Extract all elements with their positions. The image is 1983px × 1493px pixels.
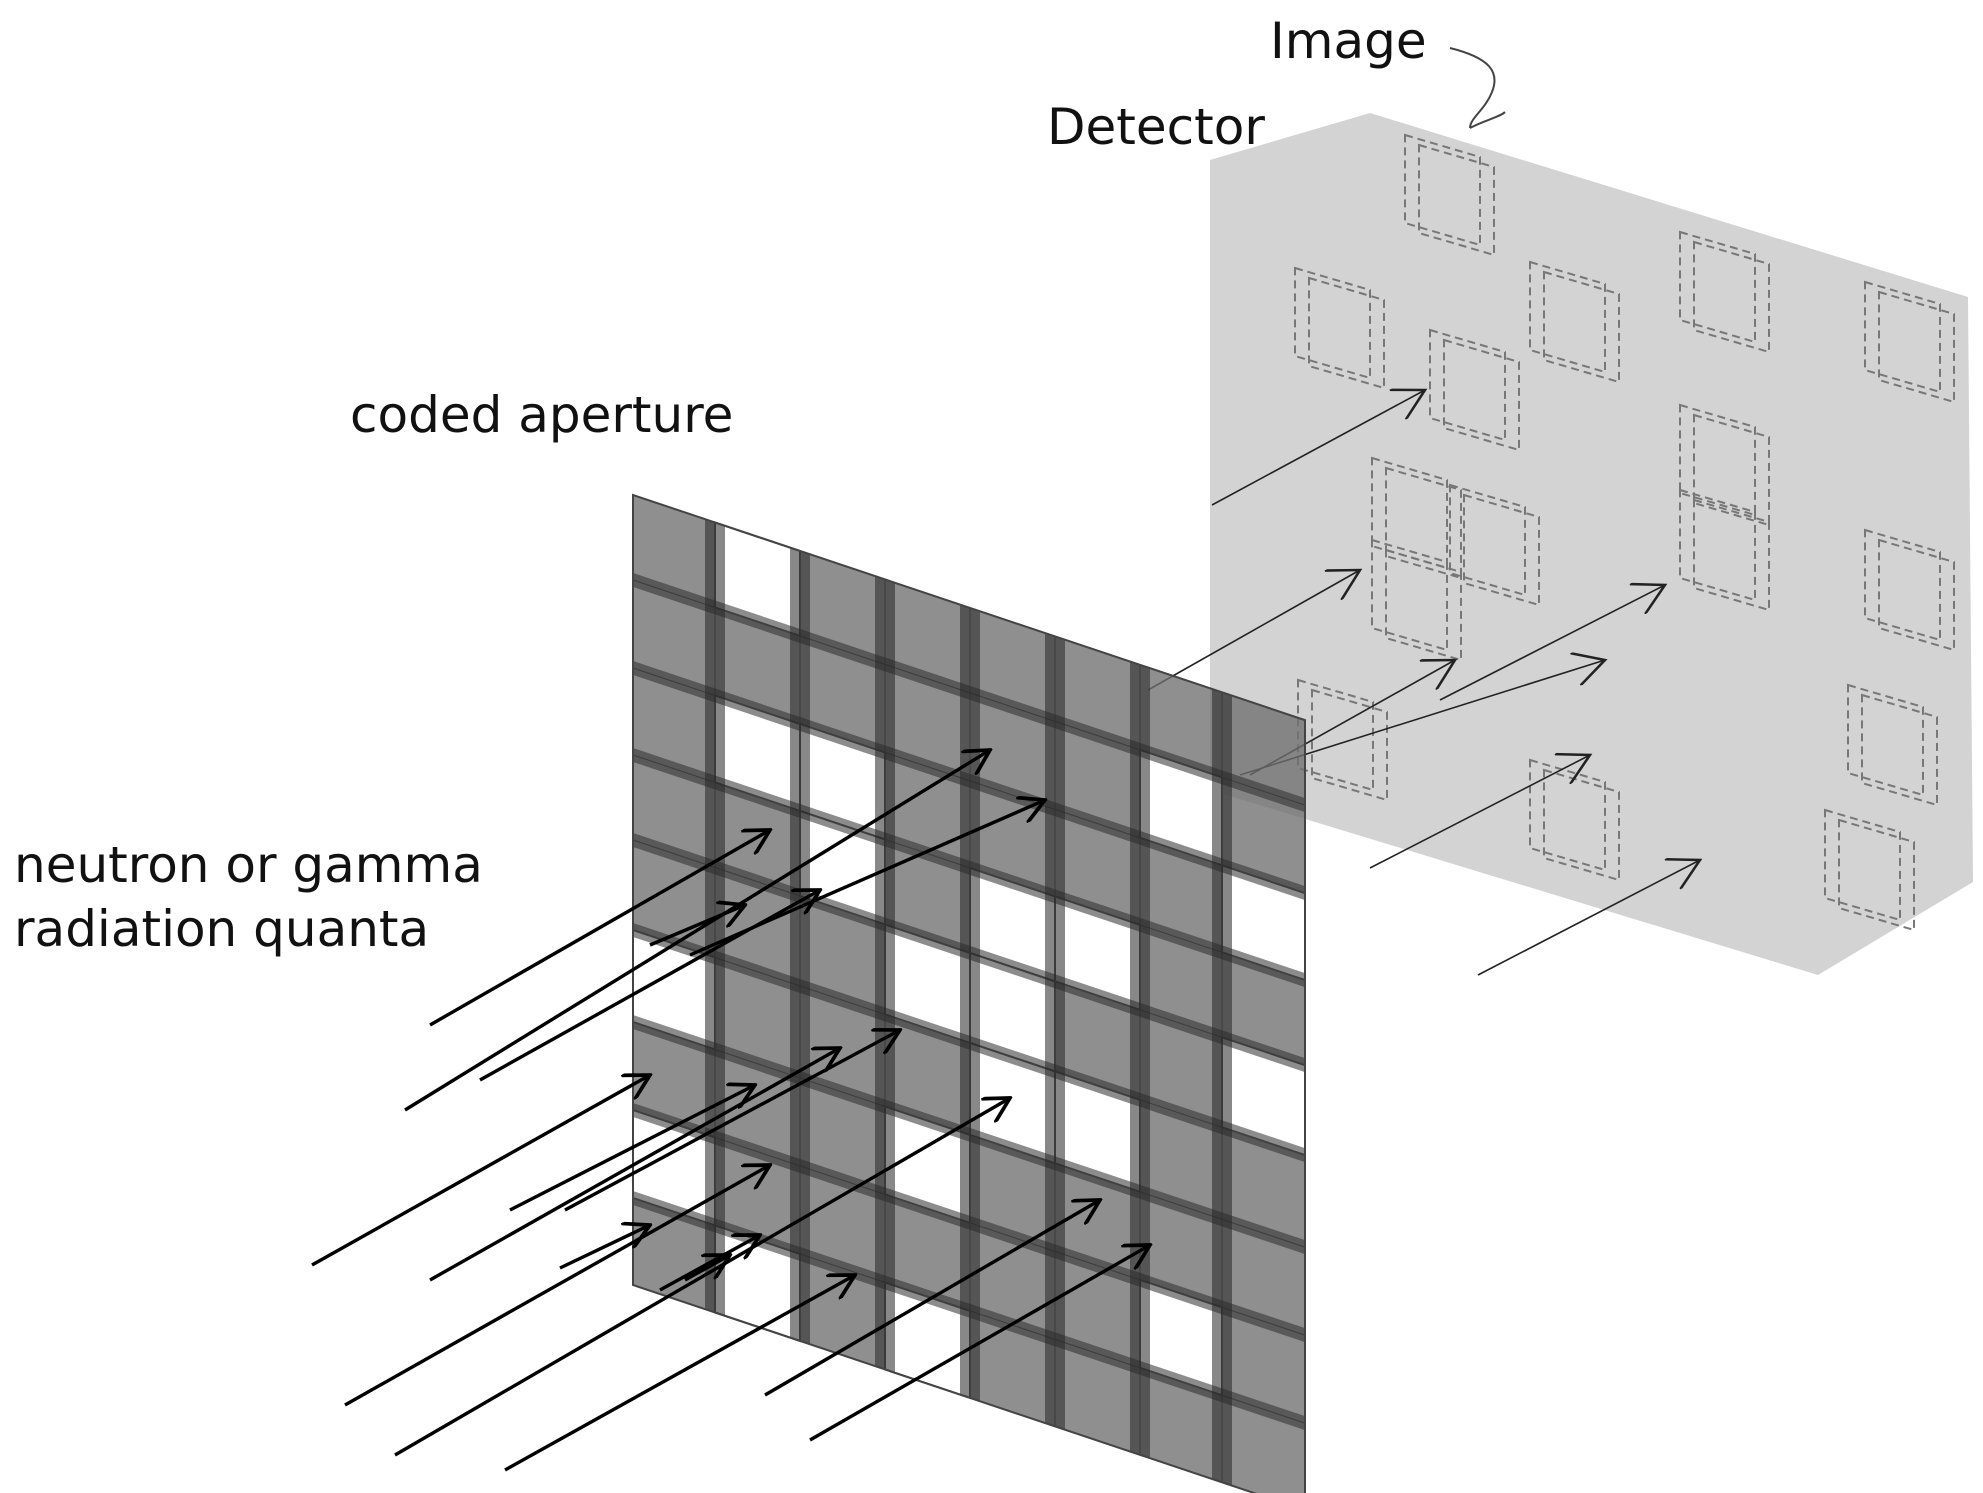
radiation-arrow-icon (1477, 860, 1700, 976)
image-spot-icon (1824, 808, 1915, 932)
radiation-arrow-icon (344, 1165, 770, 1407)
radiation-arrow-icon (509, 1085, 755, 1212)
radiation-arrow-icon (1369, 755, 1590, 869)
image-spot-icon (1864, 528, 1955, 652)
radiation-label-line2: radiation quanta (14, 900, 429, 958)
aperture-vertical-slat (875, 576, 895, 1373)
image-spot-icon (1371, 538, 1462, 662)
radiation-arrow-icon (659, 1235, 760, 1292)
radiation-arrow-icon (684, 1255, 730, 1282)
image-spot-icon (1449, 483, 1540, 607)
image-spot-icon (1864, 280, 1955, 404)
image-spot-icon (1294, 266, 1385, 390)
radiation-label-line1: neutron or gamma (14, 836, 483, 894)
radiation-arrow-icon (1439, 585, 1665, 701)
radiation-arrow-icon (311, 1075, 650, 1267)
radiation-arrow-icon (404, 750, 990, 1112)
radiation-arrow-icon (564, 1030, 900, 1212)
image-spot-icon (1371, 456, 1462, 580)
coded-aperture-mask (632, 493, 1306, 1493)
image-spot-icon (1679, 403, 1770, 527)
radiation-arrow-icon (1147, 570, 1360, 691)
image-label: Image (1270, 12, 1427, 70)
radiation-arrow-icon (504, 1275, 855, 1472)
radiation-arrow-icon (1211, 390, 1425, 506)
radiation-arrow-icon (809, 1245, 1150, 1442)
image-spot-icon (1429, 328, 1520, 452)
detector-plane (1210, 113, 1973, 975)
image-spot-icon (1847, 683, 1938, 807)
image-spot-icon (1679, 488, 1770, 612)
aperture-vertical-slat (790, 547, 810, 1345)
radiation-arrow-icon (649, 905, 745, 947)
detector-label: Detector (1047, 98, 1265, 156)
aperture-vertical-slat (1045, 633, 1065, 1430)
radiation-arrow-icon (479, 890, 820, 1082)
transmitted-arrows (1147, 390, 1700, 976)
incoming-radiation-arrows (311, 750, 1150, 1472)
radiation-arrow-icon (429, 830, 770, 1027)
aperture-vertical-slat (1130, 661, 1150, 1459)
aperture-vertical-slat (1212, 688, 1232, 1486)
image-leader-line (1449, 47, 1506, 129)
radiation-arrow-icon (559, 1225, 650, 1270)
radiation-arrow-icon (429, 1048, 840, 1282)
image-spot-icon (1529, 260, 1620, 384)
aperture-outline (632, 493, 1306, 1493)
aperture-vertical-slat (960, 604, 980, 1402)
radiation-arrow-icon (764, 1200, 1100, 1397)
image-spot-icon (1679, 230, 1770, 354)
coded-aperture-label: coded aperture (350, 386, 733, 444)
image-spot-icon (1404, 133, 1495, 257)
